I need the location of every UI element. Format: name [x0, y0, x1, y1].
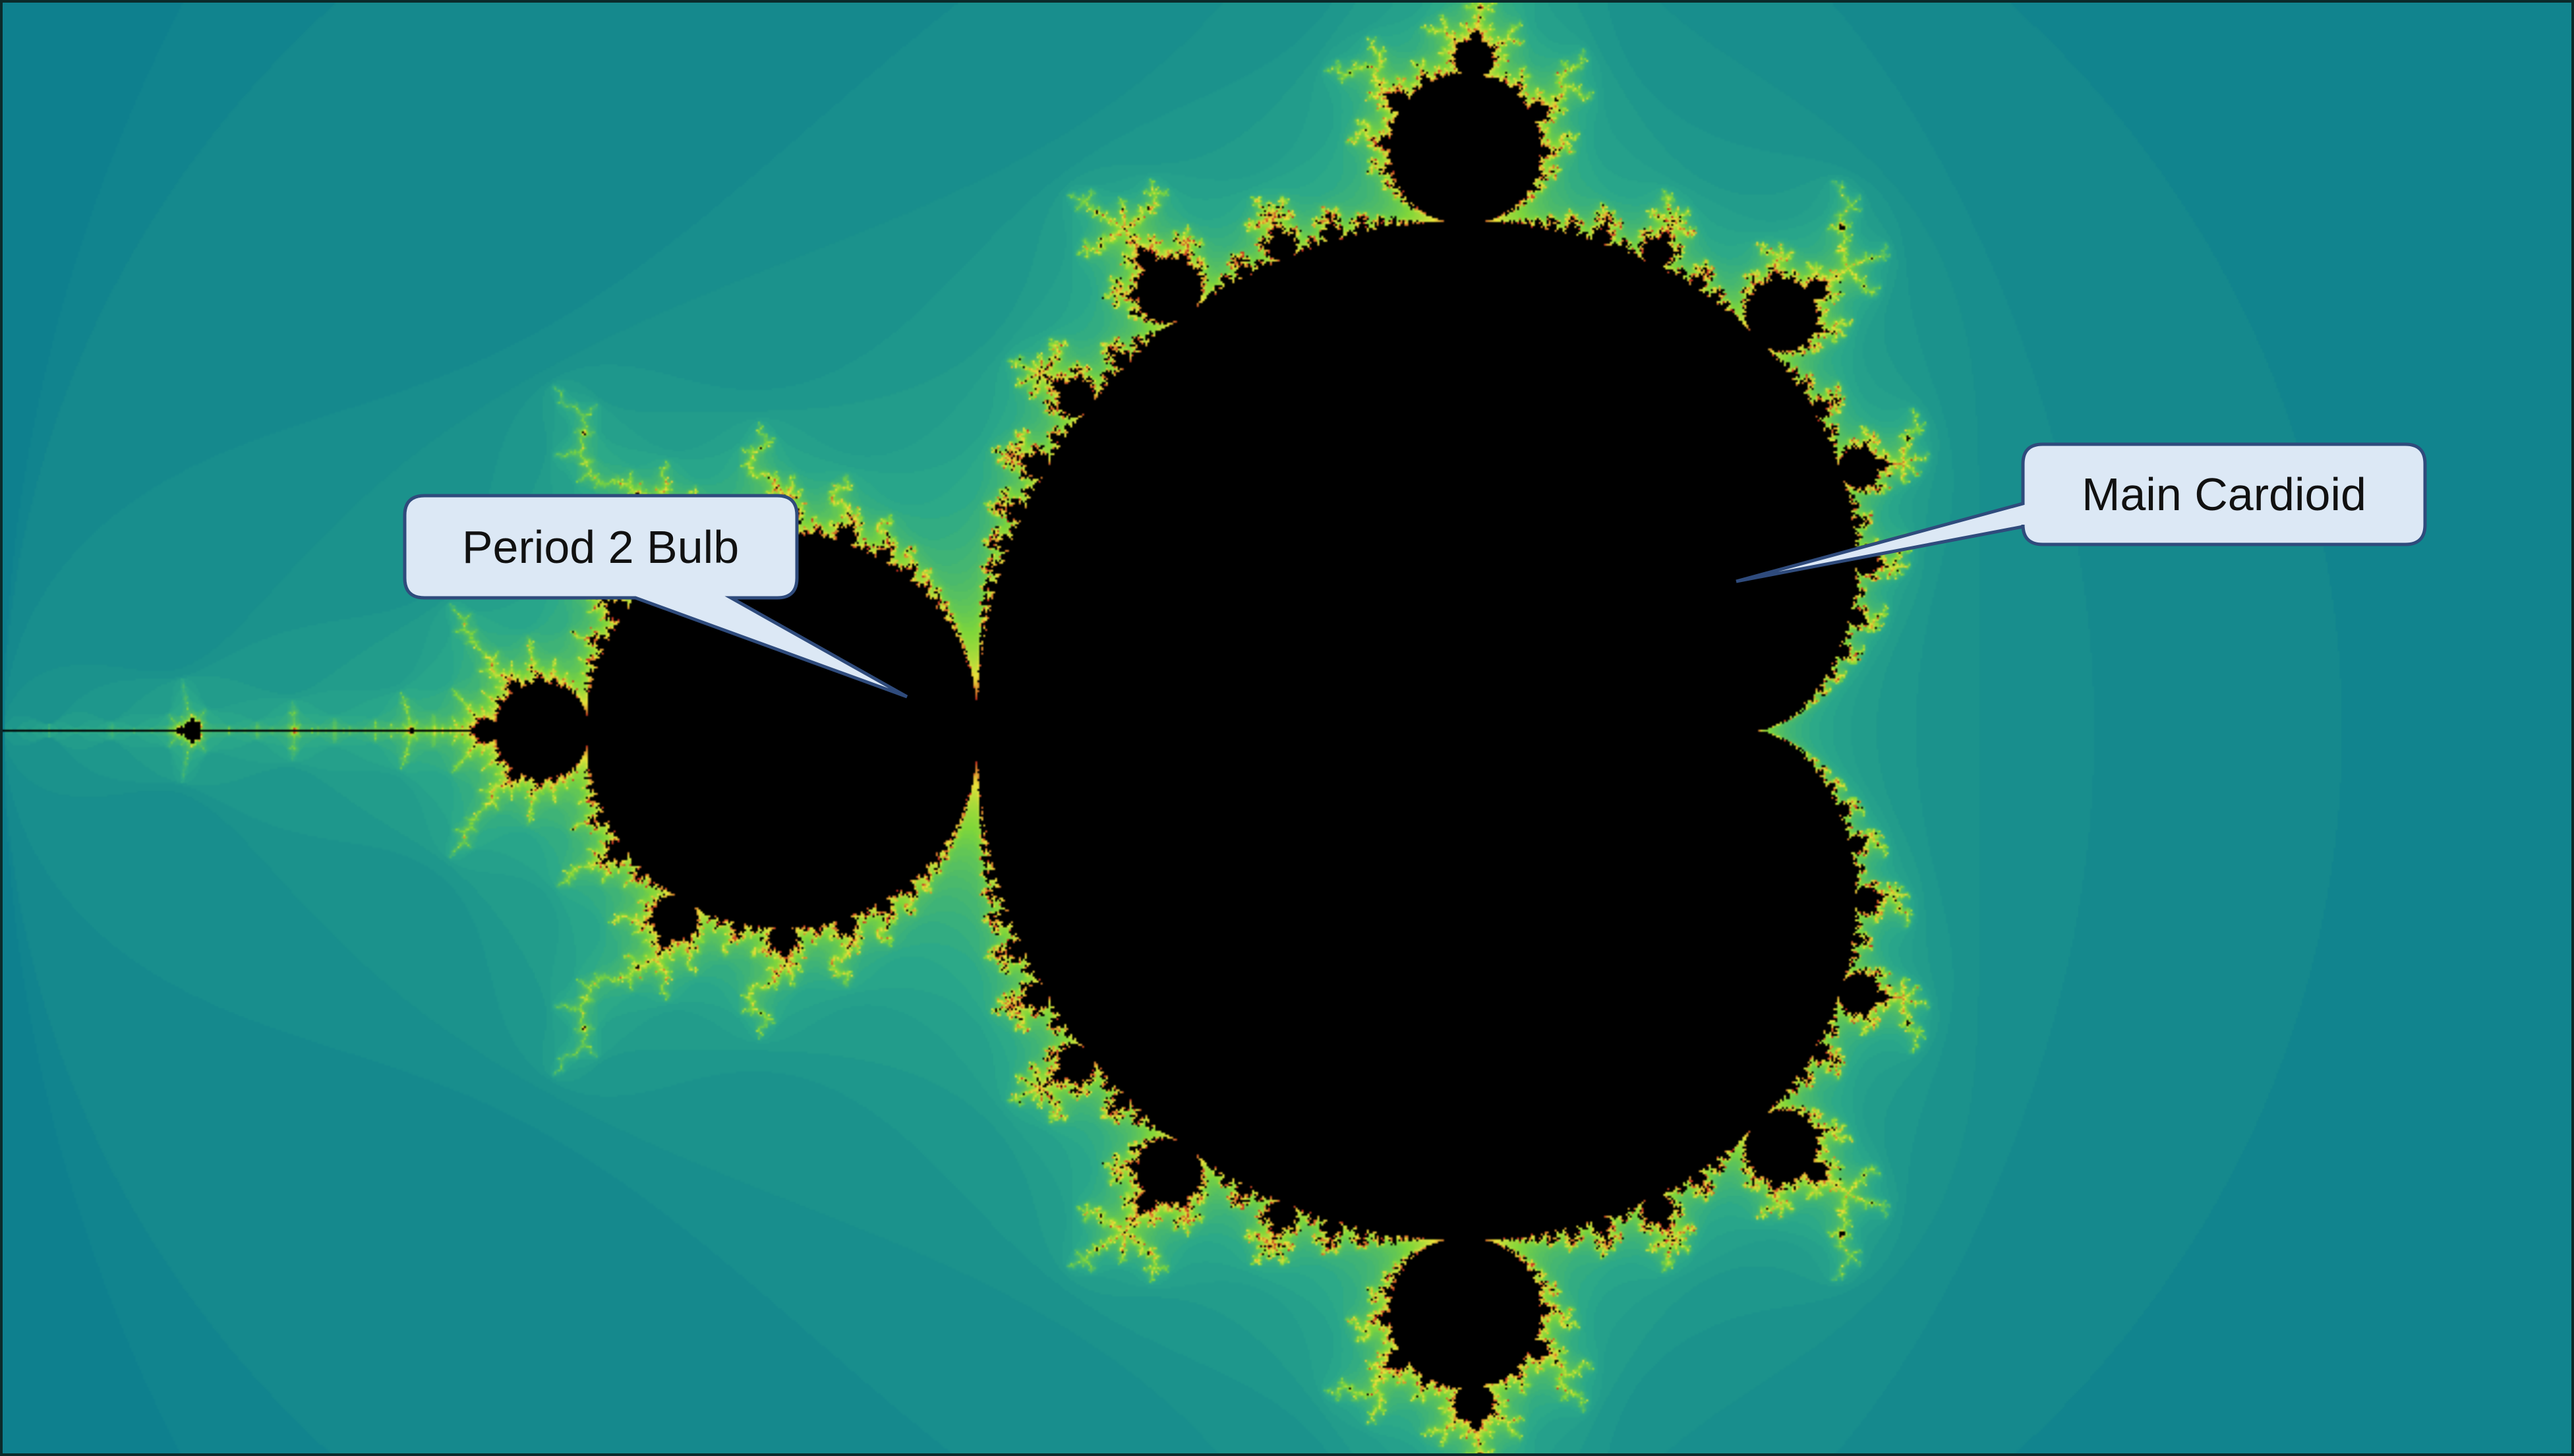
callout-main-cardioid-bubble [1736, 442, 2427, 583]
callout-period-2-label: Period 2 Bulb [462, 521, 739, 573]
mandelbrot-set-render [3, 3, 2571, 1453]
callout-main-cardioid: Main Cardioid [1736, 442, 2427, 583]
callout-period-2-bulb: Period 2 Bulb [403, 494, 908, 699]
callout-main-cardioid-label: Main Cardioid [2082, 469, 2366, 520]
annotation-layer: Period 2 Bulb Main Cardioid [403, 442, 2427, 699]
callout-period-2-bubble [403, 494, 908, 699]
